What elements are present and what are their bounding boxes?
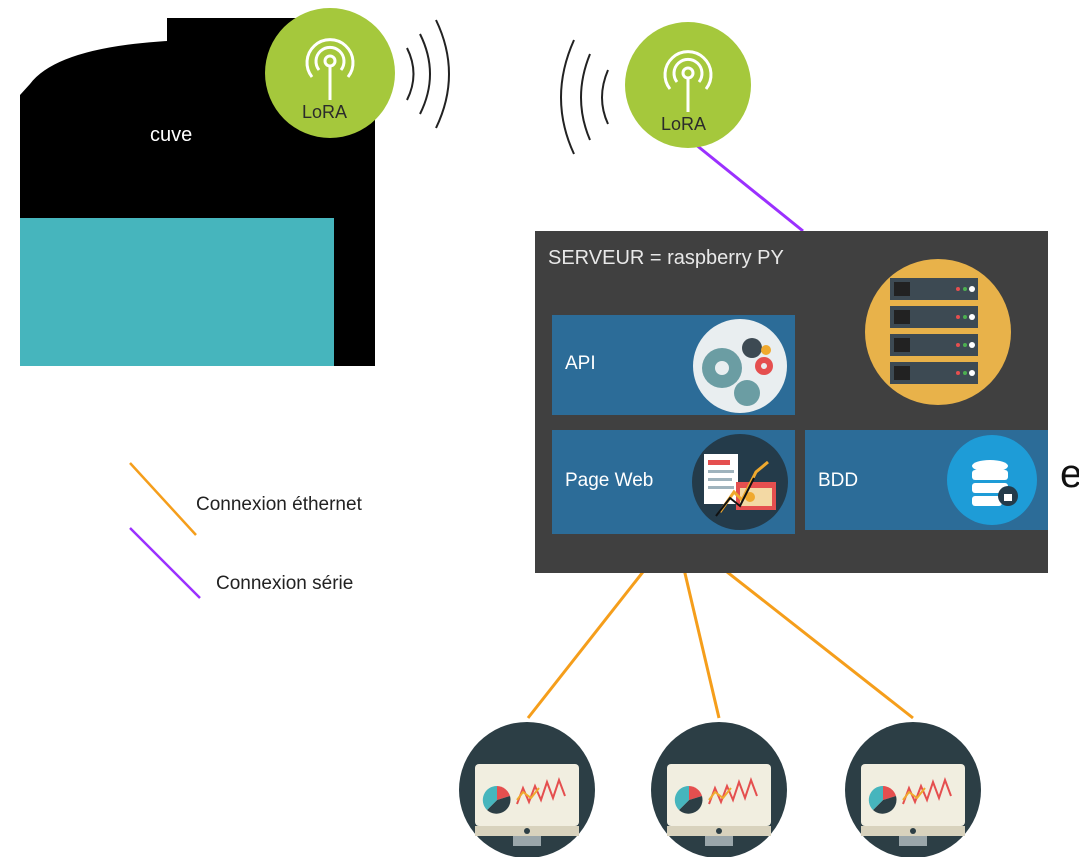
radio-waves-tank	[406, 19, 450, 129]
tank-liquid	[20, 218, 334, 366]
database-icon	[947, 435, 1037, 525]
gears-icon	[693, 319, 787, 413]
cut-off-text: e	[1060, 452, 1079, 496]
module-api-label: API	[565, 353, 596, 374]
legend-serial-label: Connexion série	[216, 573, 354, 594]
web-page-icon	[692, 434, 788, 530]
server-rack-icon	[865, 259, 1011, 405]
tank	[20, 18, 375, 366]
legend-ethernet-label: Connexion éthernet	[196, 494, 362, 515]
module-web: Page Web	[552, 430, 795, 534]
module-api: API	[552, 315, 795, 415]
legend-ethernet-line	[129, 462, 197, 536]
legend-serial-line	[129, 527, 201, 599]
tank-label: cuve	[150, 124, 193, 146]
module-bdd: BDD	[805, 430, 1048, 530]
radio-waves-server	[560, 39, 609, 155]
tank-antenna	[265, 8, 395, 138]
server-antenna-label: LoRA	[661, 114, 707, 134]
server-antenna	[625, 22, 751, 148]
serial-link-antenna-server	[689, 138, 804, 233]
module-bdd-label: BDD	[818, 470, 859, 491]
module-web-label: Page Web	[565, 470, 654, 491]
server-title: SERVEUR = raspberry PY	[548, 247, 784, 269]
tank-antenna-label: LoRA	[302, 102, 348, 122]
